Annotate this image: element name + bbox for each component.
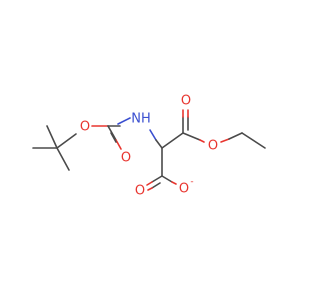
bond-carboxylate-double-inner xyxy=(151,182,161,189)
bond-quaternary-methyl-bottom xyxy=(56,147,70,171)
tert-butyl-group xyxy=(32,125,77,171)
bond-carboxylate-single xyxy=(161,175,173,183)
bond-nitrogen-alpha xyxy=(149,129,157,141)
ethyl-group xyxy=(220,132,266,149)
atom-label-carbamate-carbonyl-oxygen: O xyxy=(121,151,131,166)
bond-quaternary-oxygen xyxy=(56,133,77,149)
atom-label-ester-oxygen: O xyxy=(208,139,218,154)
chemical-structure: O O O NH O O O - xyxy=(32,94,266,199)
atom-label-nitrogen: NH xyxy=(131,112,151,127)
bond-carbamate-double-inner xyxy=(110,132,117,143)
bond-ch2-ch3 xyxy=(241,132,266,149)
bond-carboxylate-double-outer xyxy=(151,175,163,183)
bond-ester-carbon-oxygen xyxy=(182,132,201,141)
bond-ester-oxygen-ch2 xyxy=(220,138,230,143)
bond-ester-oxygen-ch2-c xyxy=(228,132,243,140)
bond-carboxylate-single-o xyxy=(171,181,177,185)
atom-label-carbamate-oxygen: O xyxy=(80,120,90,135)
atom-label-carboxylate-carbonyl-oxygen: O xyxy=(135,184,145,199)
bond-carbamate-double-outer-o xyxy=(115,139,122,150)
atom-label-carboxylate-oxygen: O xyxy=(179,182,189,197)
bond-alpha-ester-carbon xyxy=(161,132,184,149)
bond-ester-carbon-oxygen-o xyxy=(199,139,205,143)
carboxylate-group xyxy=(146,175,177,191)
backbone xyxy=(149,109,205,177)
bond-quaternary-methyl-top xyxy=(46,125,58,149)
carbamate-group xyxy=(91,117,131,150)
bond-carbamate-carbon-nitrogen xyxy=(117,117,131,125)
bond-carboxylate-double-outer-o xyxy=(146,181,153,186)
bond-carbamate-double-outer xyxy=(107,125,117,141)
bond-nitrogen-alpha-c xyxy=(155,139,163,149)
bond-carboxylate-double-inner-o xyxy=(147,187,153,191)
charge-label-carboxylate: - xyxy=(190,177,193,187)
atom-label-ester-carbonyl-oxygen: O xyxy=(181,94,191,109)
